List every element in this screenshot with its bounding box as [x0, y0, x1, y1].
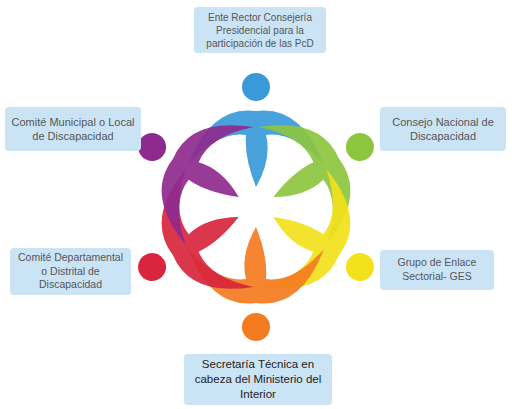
label-box: Consejo Nacional de Discapacidad	[380, 107, 506, 151]
label-box: Comité Municipal o Local de Discapacidad	[5, 107, 141, 151]
label-box: Grupo de Enlace Sectorial- GES	[380, 250, 494, 290]
person-figure	[106, 158, 273, 333]
label-text-group: Comité Municipal o Local de Discapacidad	[11, 115, 135, 144]
label-text-group: Ente Rector Consejería Presidencial para…	[200, 11, 320, 50]
label-text-group: Comité Departamental o Distrital de Disc…	[16, 251, 125, 292]
label-text-group: Grupo de Enlace Sectorial- GES	[386, 256, 488, 283]
label-box: Secretaría Técnica en cabeza del Ministe…	[184, 354, 332, 405]
label-text: Ente Rector Consejería Presidencial para…	[200, 11, 320, 50]
label-text: Grupo de Enlace Sectorial- GES	[386, 256, 488, 283]
label-text-group: Consejo Nacional de Discapacidad	[386, 115, 500, 144]
label-text-group: Secretaría Técnica en cabeza del Ministe…	[190, 357, 326, 402]
label-text: Secretaría Técnica en cabeza del Ministe…	[190, 357, 326, 402]
label-box: Comité Departamental o Distrital de Disc…	[10, 248, 131, 295]
label-box: Ente Rector Consejería Presidencial para…	[194, 7, 326, 53]
label-text: Consejo Nacional de Discapacidad	[386, 115, 500, 144]
label-text: Comité Departamental o Distrital de Disc…	[16, 251, 125, 292]
label-text: Comité Municipal o Local de Discapacidad	[11, 115, 135, 144]
person-figure	[239, 158, 406, 333]
